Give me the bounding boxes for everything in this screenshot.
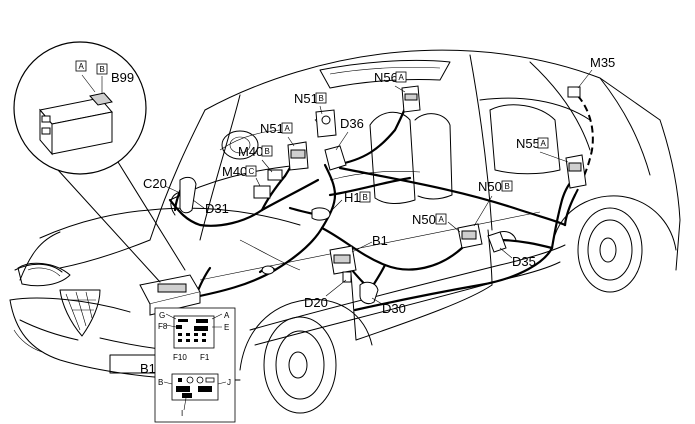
label-n51b-tag: B bbox=[319, 94, 324, 103]
label-d31: D31 bbox=[205, 201, 229, 216]
battery-magnifier bbox=[13, 41, 186, 283]
label-d36: D36 bbox=[340, 116, 364, 131]
d30-component bbox=[359, 281, 379, 305]
label-n56: N56 bbox=[374, 70, 398, 85]
label-h1: H1 bbox=[344, 190, 361, 205]
fusebox-label-j: J bbox=[227, 378, 231, 387]
label-n51b: N51 bbox=[294, 91, 318, 106]
h1-component bbox=[311, 207, 331, 221]
label-m40c-tag: C bbox=[249, 167, 255, 176]
label-d30: D30 bbox=[382, 301, 406, 316]
components bbox=[139, 85, 587, 316]
label-n50a: N50 bbox=[412, 212, 436, 227]
fusebox-label-g: G bbox=[159, 311, 165, 320]
d36-component bbox=[324, 145, 347, 171]
fusebox-label-f1: F1 bbox=[200, 353, 210, 362]
m40b-component bbox=[267, 169, 283, 181]
fusebox-label-f10: F10 bbox=[173, 353, 187, 362]
d31-component bbox=[179, 176, 197, 214]
b1-component bbox=[329, 245, 357, 275]
fusebox-label-i: I bbox=[181, 409, 183, 418]
label-n55-tag: A bbox=[541, 139, 547, 148]
label-n55: N55 bbox=[516, 136, 540, 151]
label-n51a: N51 bbox=[260, 121, 284, 136]
labels: A B B99 M35 N56 A N51 B N51 A D36 M40 B … bbox=[75, 55, 615, 418]
n51b-component bbox=[315, 109, 337, 138]
label-box-b: B bbox=[100, 65, 105, 74]
fusebox-label-e: E bbox=[224, 323, 229, 332]
label-b1-lower: B1 bbox=[140, 361, 156, 376]
label-n50b-tag: B bbox=[505, 182, 510, 191]
n55-component bbox=[565, 154, 587, 189]
label-m35: M35 bbox=[590, 55, 615, 70]
label-m40c: M40 bbox=[222, 164, 247, 179]
fusebox-label-a: A bbox=[224, 311, 230, 320]
label-c20: C20 bbox=[143, 176, 167, 191]
label-h1-tag: B bbox=[363, 193, 368, 202]
label-b1: B1 bbox=[372, 233, 388, 248]
label-n51a-tag: A bbox=[285, 124, 291, 133]
label-m40b: M40 bbox=[238, 144, 263, 159]
leader-lines bbox=[164, 69, 593, 305]
d35-component bbox=[487, 231, 517, 253]
m40c-component bbox=[253, 185, 271, 199]
n50b-component bbox=[457, 223, 483, 249]
engine-fusebox bbox=[139, 274, 201, 316]
fusebox-label-b: B bbox=[158, 378, 163, 387]
label-n50b: N50 bbox=[478, 179, 502, 194]
m35-component bbox=[567, 86, 581, 98]
fusebox-inset bbox=[154, 307, 236, 423]
label-d20: D20 bbox=[304, 295, 328, 310]
inline-connector bbox=[261, 265, 275, 275]
label-n56-tag: A bbox=[399, 73, 405, 82]
n56-component bbox=[401, 85, 421, 113]
label-n50a-tag: A bbox=[439, 215, 445, 224]
label-b99: B99 bbox=[111, 70, 134, 85]
label-d35: D35 bbox=[512, 254, 536, 269]
n51a-component bbox=[287, 141, 309, 171]
d20-component bbox=[342, 271, 352, 283]
label-m40b-tag: B bbox=[265, 147, 270, 156]
fusebox-label-f8: F8 bbox=[158, 322, 168, 331]
label-box-a: A bbox=[79, 62, 85, 71]
